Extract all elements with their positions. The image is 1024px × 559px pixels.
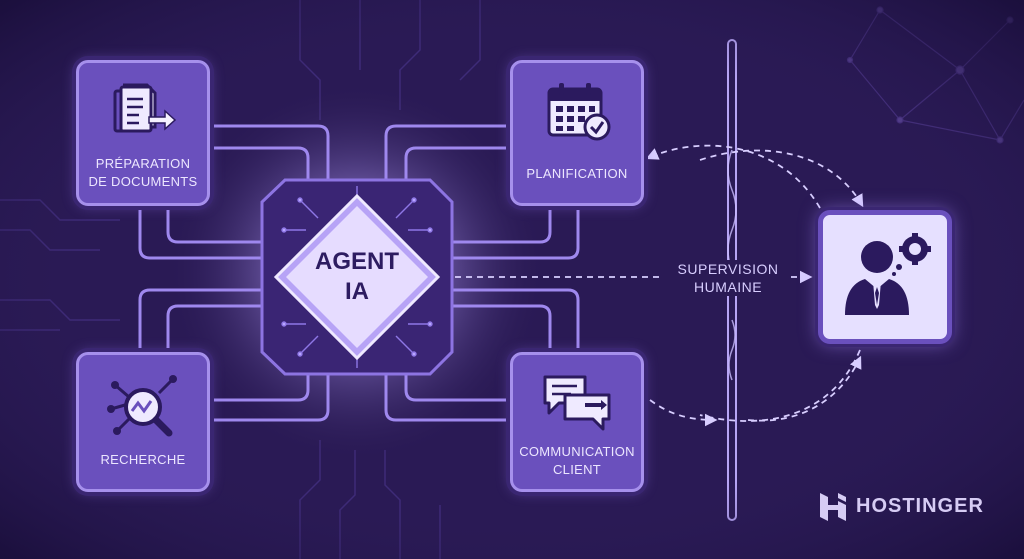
node-human xyxy=(818,210,952,344)
supervision-label: SUPERVISION HUMAINE xyxy=(666,260,790,296)
node-documents: PRÉPARATION DE DOCUMENTS xyxy=(76,60,210,206)
document-transfer-icon xyxy=(113,83,177,133)
agent-label-line2: IA xyxy=(345,278,369,305)
agent-label-line1: AGENT xyxy=(315,248,399,275)
hostinger-logo-icon xyxy=(820,493,846,521)
calendar-check-icon xyxy=(547,83,611,141)
node-research-label: RECHERCHE xyxy=(100,452,186,467)
supervision-label-line1: SUPERVISION xyxy=(677,261,779,277)
node-planning-label: PLANIFICATION xyxy=(526,166,628,181)
node-communication-label-line1: COMMUNICATION xyxy=(519,444,635,459)
brand-logo: HOSTINGER xyxy=(818,492,1008,522)
brand-name: HOSTINGER xyxy=(856,495,984,517)
supervision-label-line2: HUMAINE xyxy=(693,279,763,295)
node-research: RECHERCHE xyxy=(76,352,210,492)
node-planning: PLANIFICATION xyxy=(510,60,644,206)
businessman-gear-icon xyxy=(845,233,931,315)
node-communication-label-line2: CLIENT xyxy=(552,462,602,477)
agent-label: AGENT IA xyxy=(297,247,417,309)
node-documents-label-line2: DE DOCUMENTS xyxy=(88,174,198,189)
node-documents-label-line1: PRÉPARATION xyxy=(95,156,191,171)
node-communication: COMMUNICATION CLIENT xyxy=(510,352,644,492)
magnifier-chart-icon xyxy=(107,375,177,437)
chat-bubbles-icon xyxy=(543,375,611,431)
